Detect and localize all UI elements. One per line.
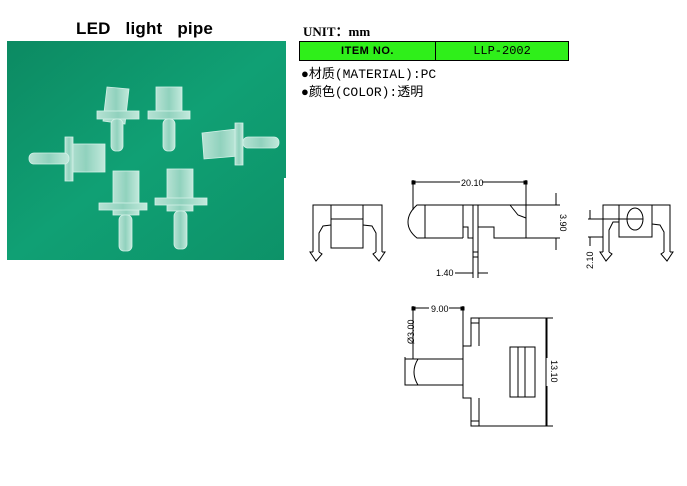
- unit-label: UNIT：mm: [303, 24, 371, 39]
- product-title: LED light pipe: [76, 19, 214, 38]
- color-text: 颜色(COLOR):透明: [308, 85, 424, 100]
- bullet-icon: ●: [301, 85, 309, 100]
- material-property: ●材质(MATERIAL):PC: [301, 63, 436, 82]
- item-no-value: LLP-2002: [473, 44, 531, 58]
- front-view: [309, 204, 386, 262]
- dim-width: 13.10: [549, 360, 559, 383]
- product-photo: [7, 41, 286, 260]
- rear-view: [588, 204, 674, 262]
- side-view: [407, 180, 560, 278]
- item-no-label: ITEM NO.: [300, 42, 436, 60]
- dim-pipe-length: 9.00: [431, 304, 449, 314]
- bullet-icon: ●: [301, 67, 309, 82]
- dim-height: 3.90: [558, 214, 568, 232]
- item-number-table: ITEM NO. LLP-2002: [299, 41, 569, 61]
- top-view: [404, 306, 553, 427]
- dim-length: 20.10: [461, 178, 484, 188]
- dim-offset: 2.10: [585, 251, 595, 269]
- dim-diameter: Ø3.00: [406, 319, 416, 344]
- color-property: ●颜色(COLOR):透明: [301, 81, 423, 100]
- material-text: 材质(MATERIAL):PC: [308, 67, 437, 82]
- dim-thickness: 1.40: [436, 268, 454, 278]
